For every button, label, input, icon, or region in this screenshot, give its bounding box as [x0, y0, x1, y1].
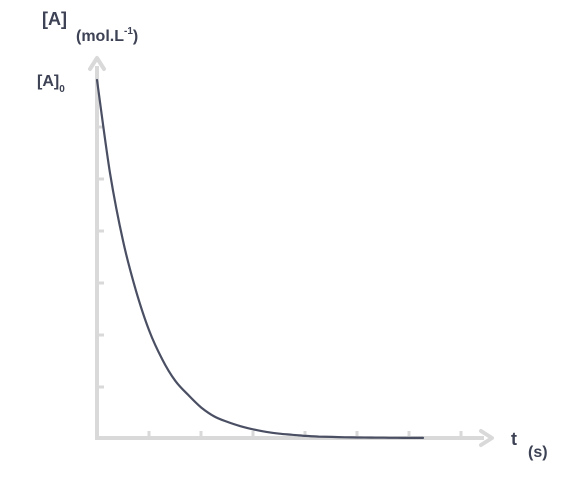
y-unit-base: (mol.L	[76, 28, 124, 45]
x-axis-label: t	[511, 429, 517, 449]
x-axis-unit: (s)	[528, 444, 548, 461]
y-tick-subscript: 0	[59, 84, 65, 95]
y-unit-superscript: -1	[124, 26, 133, 37]
y-unit-close: )	[133, 28, 138, 45]
decay-curve	[95, 78, 425, 439]
axes	[88, 56, 494, 447]
y-tick-label-initial: [A]0	[37, 73, 65, 95]
y-axis-unit: (mol.L-1)	[76, 26, 138, 45]
y-axis-label: [A]	[42, 9, 67, 29]
plot-area	[95, 78, 425, 439]
axis-ticks	[97, 125, 463, 438]
x-axis-arrow	[479, 429, 494, 447]
y-axis-arrow	[88, 56, 106, 71]
y-tick-base: [A]	[37, 73, 59, 90]
